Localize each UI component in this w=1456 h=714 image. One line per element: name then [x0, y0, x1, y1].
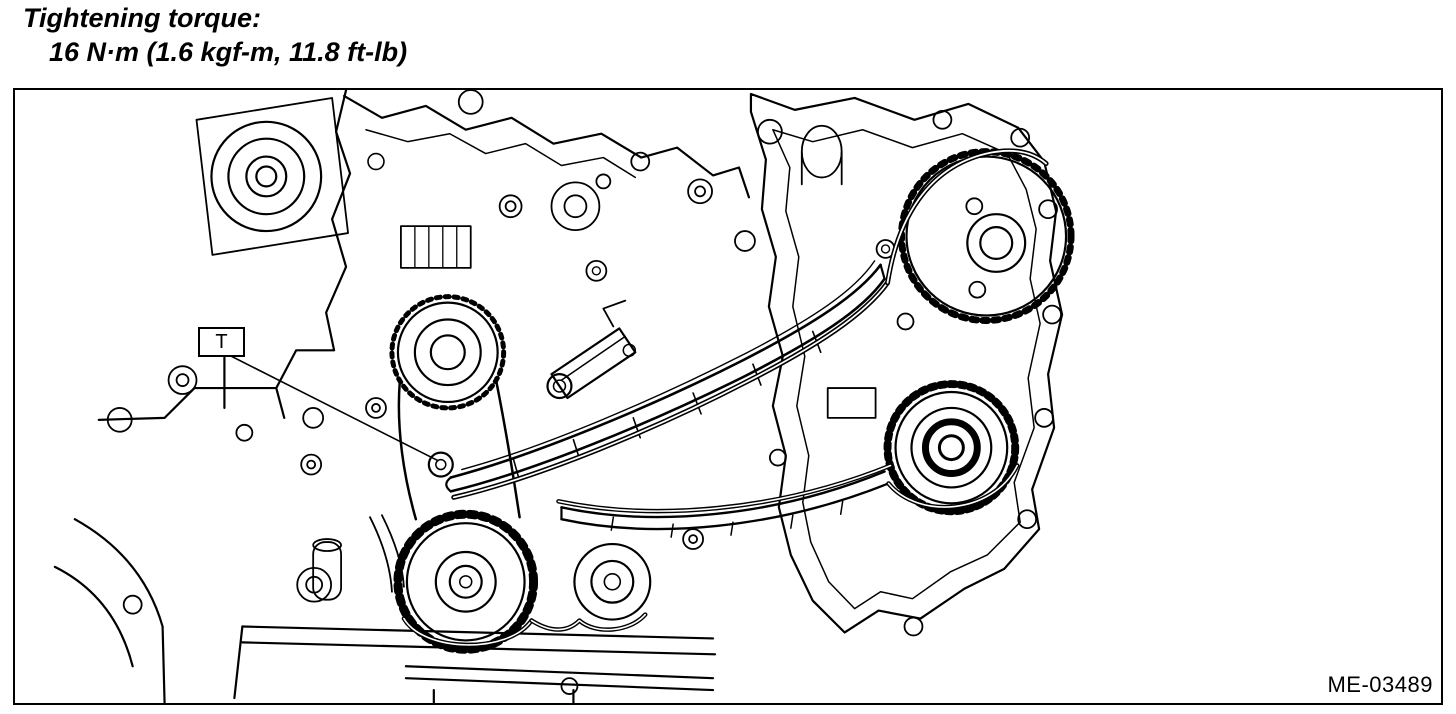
chain-tensioner	[546, 259, 637, 400]
cam-gear-lower	[883, 380, 1020, 516]
callout-t-label: T	[215, 330, 228, 353]
stud-boss	[312, 538, 342, 601]
engine-timing-chain-illustration	[53, 90, 1075, 703]
bolt-circles	[106, 90, 1062, 695]
pulley-top-left	[195, 97, 385, 256]
left-crank-guide	[369, 514, 405, 593]
callout-leader	[228, 354, 454, 478]
top-center-details	[400, 124, 843, 269]
torque-note: Tightening torque: 16 N·m (1.6 kgf-m, 11…	[23, 2, 407, 70]
chain-guide-lower	[560, 470, 890, 538]
timing-chain	[401, 148, 1049, 648]
idler-pulley	[573, 542, 652, 621]
figure-code: ME-03489	[1327, 672, 1433, 697]
chain-guide-main	[445, 239, 896, 493]
cam-actuator-upper	[898, 148, 1075, 324]
figure-frame: T ME-03489	[13, 88, 1443, 705]
crank-sprocket	[393, 509, 539, 654]
engine-case-outline	[53, 90, 1064, 703]
torque-value: 16 N·m (1.6 kgf-m, 11.8 ft-lb)	[49, 36, 408, 67]
callout-t-box: T	[198, 327, 245, 357]
cam-sprocket-left	[389, 294, 521, 521]
torque-heading: Tightening torque:	[23, 3, 261, 33]
